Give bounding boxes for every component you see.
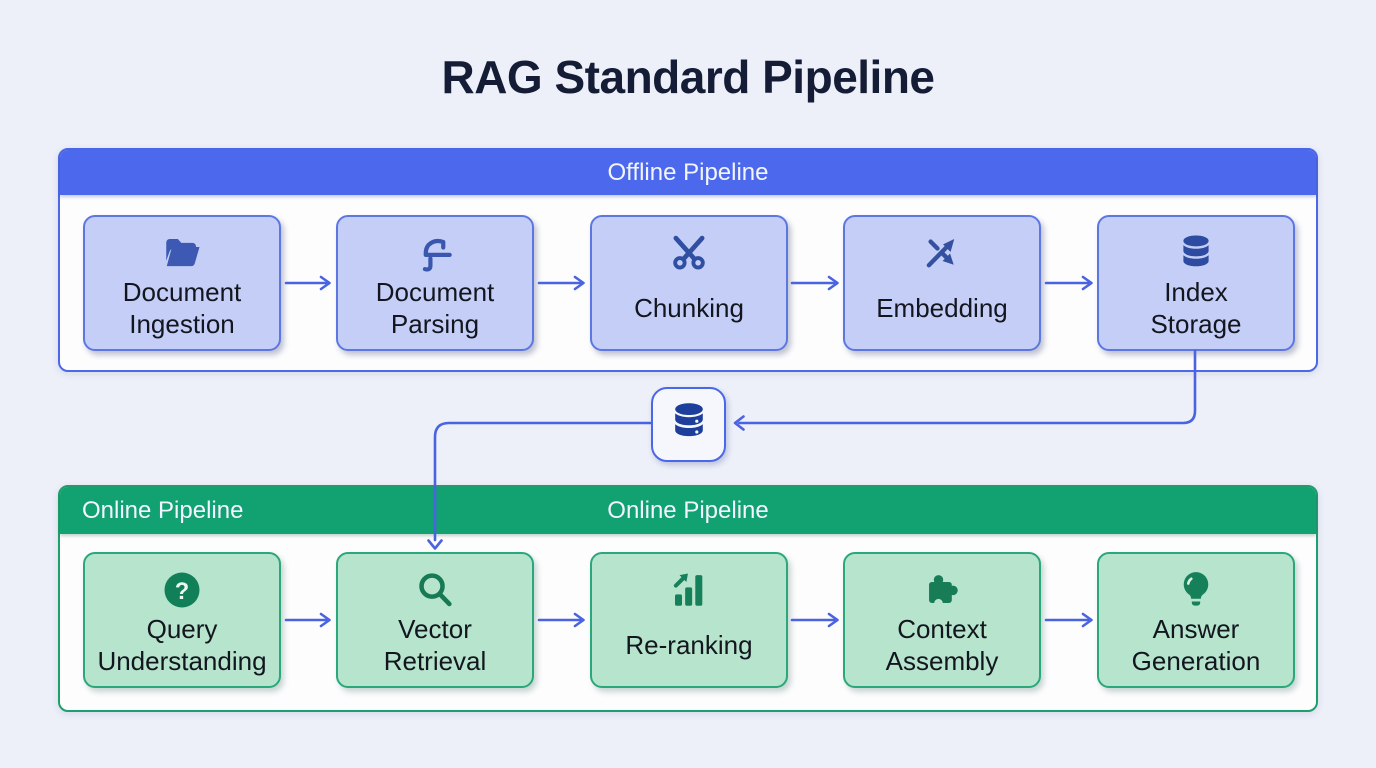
question-circle-icon: ? [161, 567, 203, 613]
node-label: Chunking [634, 292, 744, 323]
node-document-parsing: Document Parsing [336, 215, 534, 351]
node-label: Context Assembly [885, 613, 999, 676]
node-document-ingestion: Document Ingestion [83, 215, 281, 351]
node-answer-generation: Answer Generation [1097, 552, 1295, 688]
node-vector-retrieval: Vector Retrieval [336, 552, 534, 688]
shuffle-arrows-icon [921, 230, 963, 276]
database-icon [1175, 230, 1217, 276]
node-label: Embedding [876, 292, 1008, 323]
node-chunking: Chunking [590, 215, 788, 351]
node-label: Document Ingestion [122, 276, 242, 339]
node-re-ranking: Re-ranking [590, 552, 788, 688]
lightbulb-icon [1175, 567, 1217, 613]
offline-pipeline-section: Offline Pipeline Document Ingestion Docu… [58, 148, 1318, 372]
node-label: Index Storage [1150, 276, 1242, 339]
puzzle-piece-icon [921, 567, 963, 613]
online-pipeline-header-center-label: Online Pipeline [607, 496, 769, 524]
parser-hook-icon [413, 230, 457, 276]
node-context-assembly: Context Assembly [843, 552, 1041, 688]
node-label: Query Understanding [97, 613, 267, 676]
node-label: Document Parsing [375, 276, 495, 339]
magnifier-icon [414, 567, 456, 613]
offline-pipeline-header-label: Offline Pipeline [607, 158, 769, 186]
scissors-icon [668, 230, 710, 276]
node-embedding: Embedding [843, 215, 1041, 351]
online-pipeline-header: Online Pipeline Online Pipeline [60, 487, 1316, 534]
node-index-storage: Index Storage [1097, 215, 1295, 351]
svg-text:?: ? [175, 579, 189, 605]
ranking-bars-icon [668, 567, 710, 613]
offline-pipeline-header: Offline Pipeline [60, 150, 1316, 195]
node-label: Answer Generation [1131, 613, 1261, 676]
open-folder-icon [159, 230, 205, 276]
online-pipeline-section: Online Pipeline Online Pipeline ? Query … [58, 485, 1318, 712]
vector-store-card [651, 387, 726, 462]
online-pipeline-header-left-label: Online Pipeline [82, 496, 244, 524]
page-title: RAG Standard Pipeline [441, 51, 935, 103]
database-stack-icon [665, 398, 713, 451]
node-label: Re-ranking [625, 629, 753, 660]
node-query-understanding: ? Query Understanding [83, 552, 281, 688]
node-label: Vector Retrieval [383, 613, 487, 676]
